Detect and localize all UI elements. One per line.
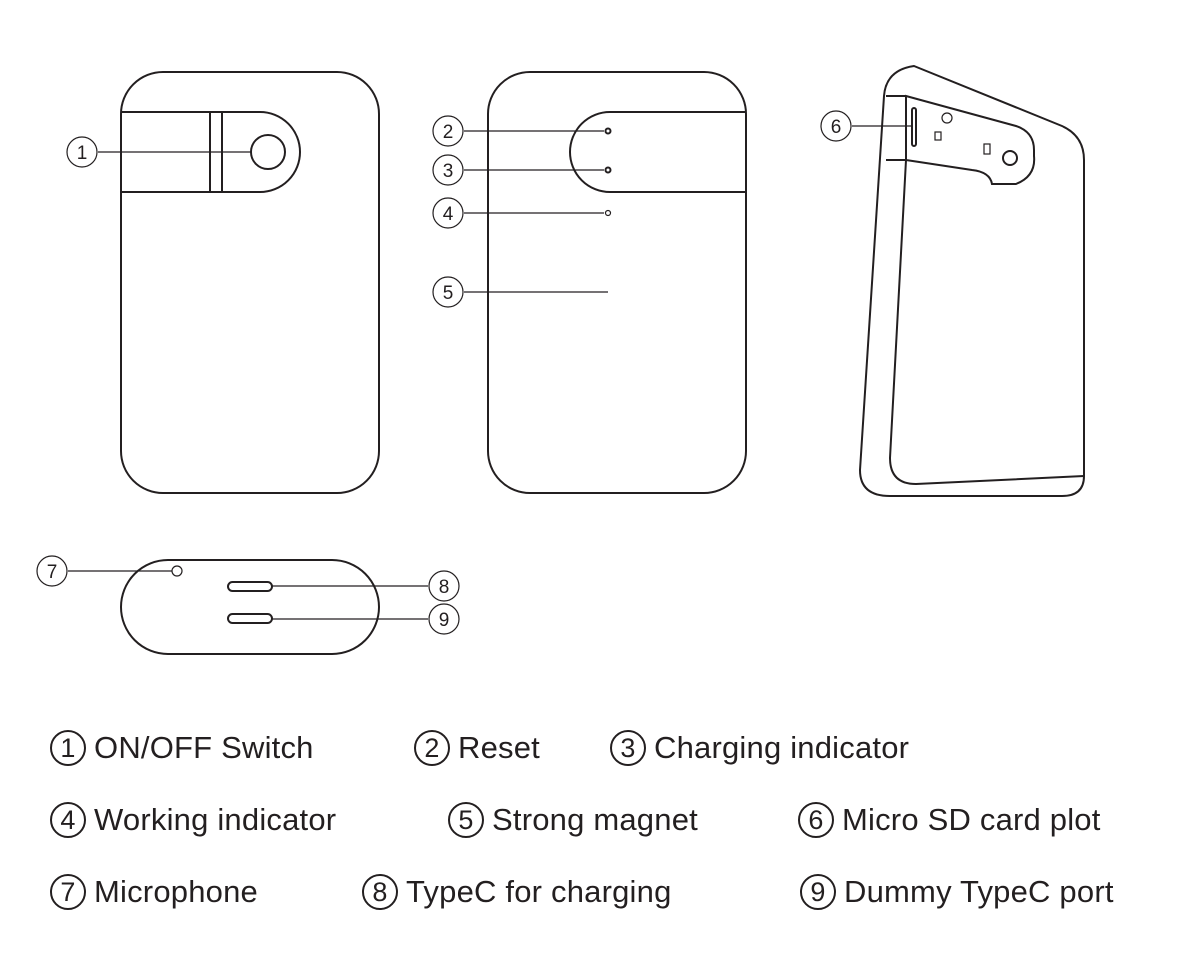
legend-label: Strong magnet bbox=[492, 802, 698, 837]
bottom-body-outline bbox=[120, 559, 380, 655]
legend-number: 4 bbox=[50, 802, 86, 838]
legend-label: Microphone bbox=[94, 874, 258, 909]
callout-circle-1 bbox=[66, 136, 98, 168]
legend-item-working-indicator: 4 Working indicator bbox=[50, 802, 336, 838]
legend-item-charging-indicator: 3 Charging indicator bbox=[610, 730, 909, 766]
side-top-panel bbox=[905, 94, 1036, 185]
device-diagram: 1 2 3 4 5 6 bbox=[36, 64, 1085, 655]
side-screw-hole bbox=[941, 112, 953, 124]
callout-circle-3 bbox=[432, 154, 464, 186]
callout-number-2: 2 bbox=[443, 122, 454, 143]
legend-item-dummy-typec-port: 9 Dummy TypeC port bbox=[800, 874, 1114, 910]
legend-number: 9 bbox=[800, 874, 836, 910]
side-switch-knob bbox=[1002, 150, 1018, 166]
callout-circle-2 bbox=[432, 115, 464, 147]
front-body-outline bbox=[120, 71, 380, 494]
bottom-view: 7 8 9 bbox=[36, 555, 460, 655]
legend-number: 1 bbox=[50, 730, 86, 766]
front-view: 1 bbox=[66, 71, 380, 494]
legend-item-microphone: 7 Microphone bbox=[50, 874, 258, 910]
legend-item-on-off-switch: 1 ON/OFF Switch bbox=[50, 730, 314, 766]
legend-number: 6 bbox=[798, 802, 834, 838]
on-off-switch-button bbox=[250, 134, 286, 170]
side-view: 6 bbox=[820, 64, 1085, 497]
sd-card-slot bbox=[911, 107, 917, 147]
callout-number-3: 3 bbox=[443, 161, 454, 182]
callout-number-5: 5 bbox=[443, 283, 454, 304]
callout-number-6: 6 bbox=[831, 117, 842, 138]
legend-number: 2 bbox=[414, 730, 450, 766]
side-small-port bbox=[934, 131, 942, 141]
dummy-typec-port bbox=[227, 613, 273, 624]
callout-circle-4 bbox=[432, 197, 464, 229]
working-indicator-dot bbox=[604, 209, 612, 217]
legend-item-typec-for-charging: 8 TypeC for charging bbox=[362, 874, 672, 910]
side-body-outer bbox=[858, 64, 1085, 497]
callout-number-4: 4 bbox=[443, 204, 454, 225]
callout-circle-5 bbox=[432, 276, 464, 308]
legend-label: Charging indicator bbox=[654, 730, 910, 765]
legend-number: 5 bbox=[448, 802, 484, 838]
legend-label: Working indicator bbox=[94, 802, 337, 837]
callout-number-9: 9 bbox=[439, 610, 450, 631]
legend-item-micro-sd-card-plot: 6 Micro SD card plot bbox=[798, 802, 1101, 838]
side-inner-edge bbox=[886, 159, 1085, 486]
front-top-band bbox=[121, 111, 301, 193]
legend-item-strong-magnet: 5 Strong magnet bbox=[448, 802, 698, 838]
callout-circle-6 bbox=[820, 110, 852, 142]
legend-label: ON/OFF Switch bbox=[94, 730, 314, 765]
legend: 1 ON/OFF Switch 2 Reset 3 Charging indic… bbox=[0, 700, 1200, 976]
legend-label: Reset bbox=[458, 730, 540, 765]
legend-label: Micro SD card plot bbox=[842, 802, 1101, 837]
callout-number-8: 8 bbox=[439, 577, 450, 598]
microphone-hole bbox=[171, 565, 183, 577]
side-button bbox=[983, 143, 991, 155]
legend-label: Dummy TypeC port bbox=[844, 874, 1114, 909]
back-view: 2 3 4 5 bbox=[432, 71, 747, 494]
callout-circle-9 bbox=[428, 603, 460, 635]
back-top-band bbox=[569, 111, 746, 193]
legend-label: TypeC for charging bbox=[406, 874, 672, 909]
callout-number-1: 1 bbox=[77, 143, 88, 164]
typec-charging-port bbox=[227, 581, 273, 592]
legend-number: 3 bbox=[610, 730, 646, 766]
callout-number-7: 7 bbox=[47, 562, 58, 583]
callout-circle-7 bbox=[36, 555, 68, 587]
legend-item-reset: 2 Reset bbox=[414, 730, 540, 766]
reset-hole bbox=[604, 127, 612, 135]
legend-number: 7 bbox=[50, 874, 86, 910]
legend-number: 8 bbox=[362, 874, 398, 910]
charging-indicator-dot bbox=[604, 166, 612, 174]
back-body-outline bbox=[487, 71, 747, 494]
callout-circle-8 bbox=[428, 570, 460, 602]
